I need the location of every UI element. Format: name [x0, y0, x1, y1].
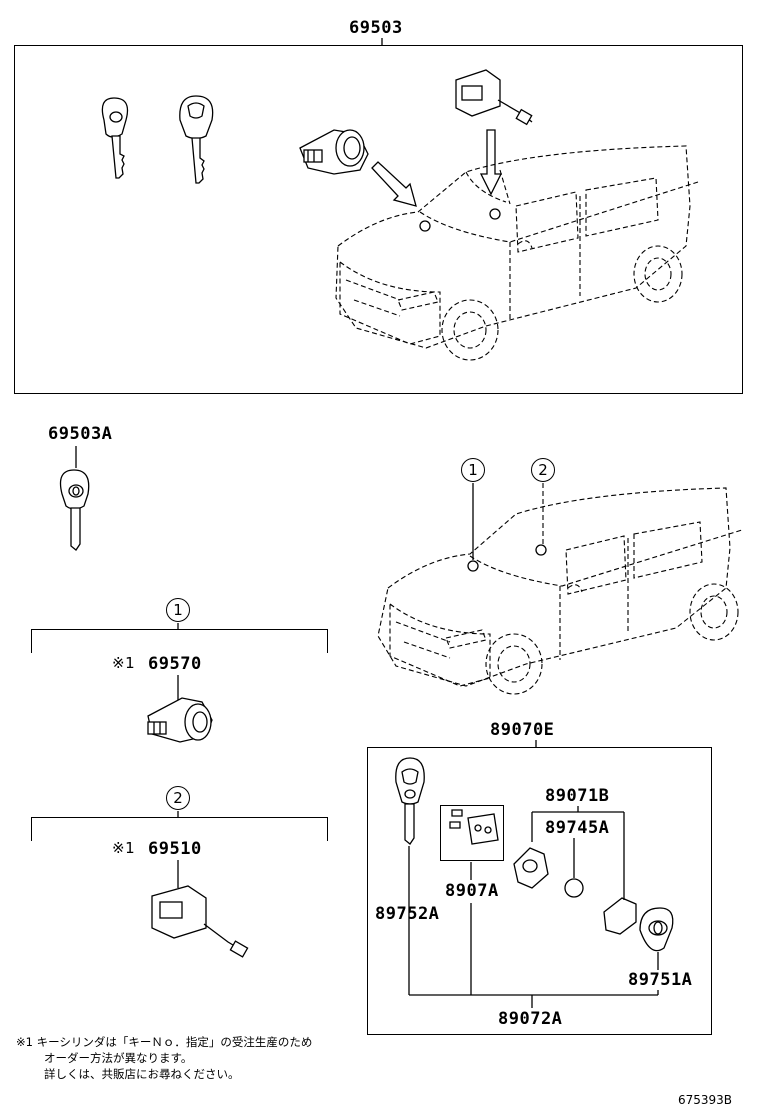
callout-2: 2	[166, 786, 190, 810]
part-label-69503: 69503	[349, 18, 403, 38]
part-label-89752A: 89752A	[375, 904, 440, 924]
note-mark: ※1	[112, 654, 136, 672]
kit-box-69503	[14, 45, 743, 394]
part-label-69503A: 69503A	[48, 424, 113, 444]
part-label-69570: 69570	[148, 654, 202, 674]
part-label-8907A: 8907A	[445, 881, 499, 901]
part-label-89072A: 89072A	[498, 1009, 563, 1029]
footnote-line-1: ※1 キーシリンダは「キーＮｏ．指定」の受注生産のため	[16, 1035, 313, 1049]
callout-1: 1	[166, 598, 190, 622]
part-label-89751A: 89751A	[628, 970, 693, 990]
bracket-group-2	[31, 817, 328, 841]
callout-2: 2	[531, 458, 555, 482]
kit-box-89070E	[367, 747, 712, 1035]
callout-1: 1	[461, 458, 485, 482]
part-label-89071B: 89071B	[545, 786, 610, 806]
sub-kit-box-8907A	[440, 805, 504, 861]
part-label-69510: 69510	[148, 839, 202, 859]
part-label-89070E: 89070E	[490, 720, 555, 740]
note-mark: ※1	[112, 839, 136, 857]
diagram-id: 675393B	[678, 1093, 733, 1107]
footnote-line-3: 詳しくは、共販店にお尋ねください。	[44, 1067, 240, 1081]
part-label-89745A: 89745A	[545, 818, 610, 838]
bracket-group-1	[31, 629, 328, 653]
footnote-line-2: オーダー方法が異なります。	[44, 1051, 193, 1065]
